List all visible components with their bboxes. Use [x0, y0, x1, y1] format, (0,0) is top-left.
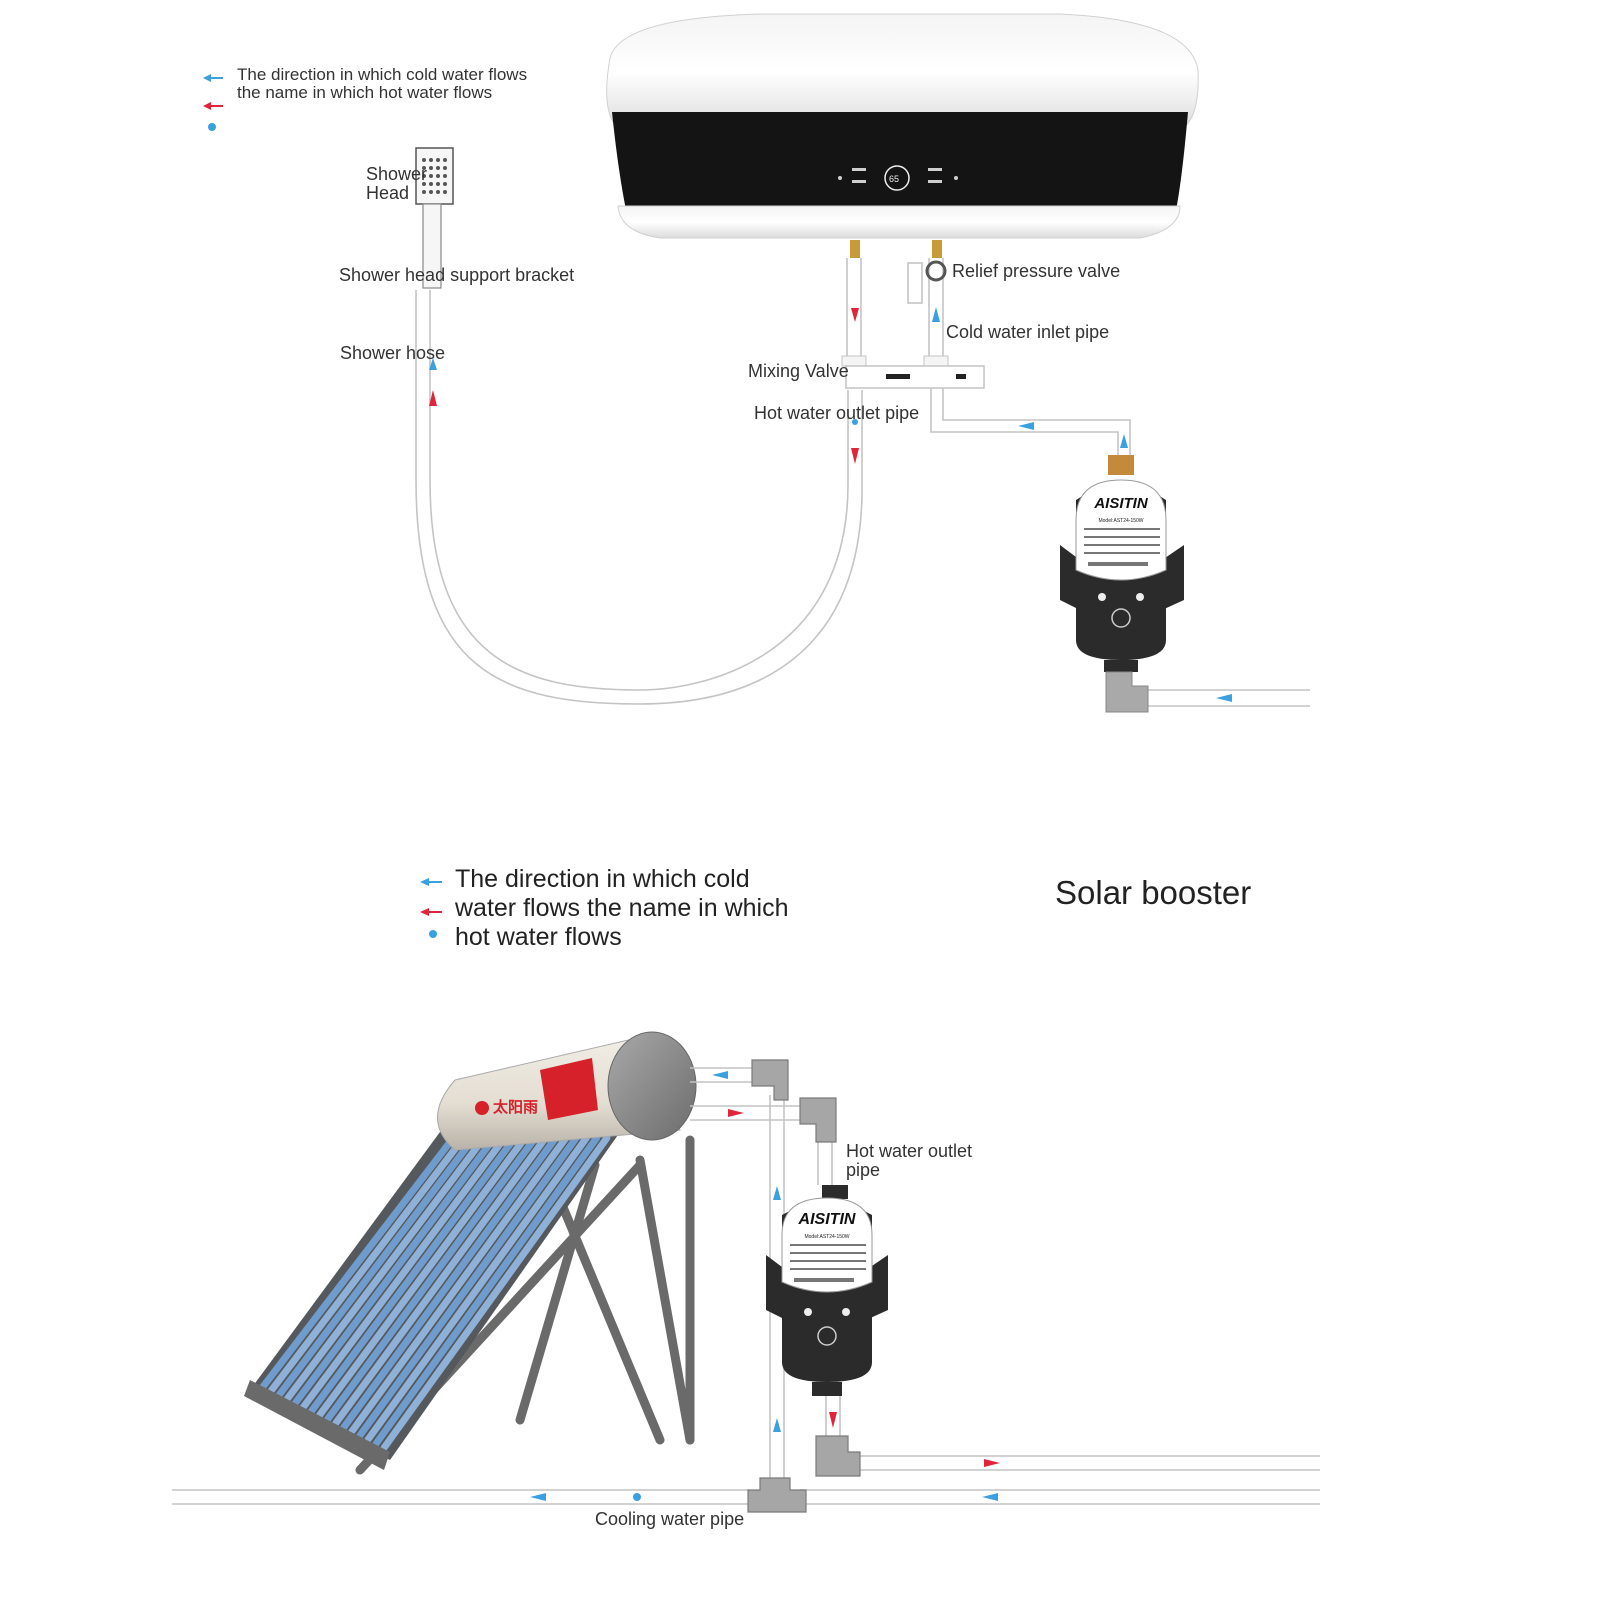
solar-tube [282, 1134, 488, 1404]
bottom-hot-outlet-label: Hot water outlet pipe [846, 1141, 973, 1180]
pump-icon: AISITIN Model:AST24-150W [766, 1185, 888, 1396]
dot-icon [852, 419, 858, 425]
solar-tubes [258, 1134, 611, 1452]
top-legend-text: The direction in which cold water flows … [237, 65, 528, 102]
shower-head-label: Shower Head [366, 164, 428, 203]
top-flow-arrows [429, 307, 1232, 702]
pump-icon: AISITIN Model:AST24-150W [1060, 455, 1184, 713]
arrow-up-icon [1120, 434, 1128, 448]
solar-tube [347, 1134, 570, 1436]
shower-hose-label: Shower hose [340, 343, 446, 363]
cooling-pipe-label: Cooling water pipe [595, 1509, 745, 1529]
solar-tube [266, 1134, 467, 1396]
arrow-up-icon [429, 390, 437, 406]
solar-tube [372, 1134, 601, 1448]
solar-tube [315, 1134, 529, 1420]
solar-tube [364, 1134, 590, 1444]
top-pipes [415, 258, 1310, 707]
solar-tube [274, 1134, 478, 1400]
arrow-left-icon [982, 1493, 998, 1501]
bottom-flow-arrows [530, 1071, 1000, 1501]
solar-tube [299, 1134, 508, 1412]
bottom-legend [420, 878, 442, 938]
solar-panel-icon: 太阳雨 [244, 1031, 697, 1475]
svg-text:65: 65 [889, 174, 899, 184]
cold-inlet-label: Cold water inlet pipe [946, 322, 1110, 342]
pump-model: Model:AST24-150W [804, 1234, 849, 1240]
support-bracket-label: Shower head support bracket [339, 265, 575, 285]
arrow-left-icon [1018, 422, 1034, 430]
relief-valve-icon [925, 260, 947, 282]
arrow-left-icon [1216, 694, 1232, 702]
pump-model: Model:AST24-150W [1098, 518, 1143, 524]
arrow-left-icon [712, 1071, 728, 1079]
bottom-legend-text: The direction in which cold water flows … [455, 865, 789, 951]
arrow-left-icon [420, 908, 442, 916]
solar-tube [380, 1134, 611, 1452]
solar-tube [307, 1134, 519, 1416]
arrow-right-icon [984, 1459, 1000, 1467]
dot-icon [429, 930, 437, 938]
arrow-down-icon [851, 308, 859, 322]
solar-tube [356, 1134, 580, 1440]
arrow-down-icon [829, 1412, 837, 1428]
page-title: Solar booster [1055, 874, 1252, 911]
top-legend [203, 74, 223, 131]
solar-tube [291, 1134, 498, 1408]
dot-icon [633, 1493, 641, 1501]
arrow-up-icon [932, 307, 940, 322]
arrow-up-icon [773, 1418, 781, 1432]
mixing-valve [841, 355, 985, 389]
arrow-right-icon [728, 1109, 744, 1117]
tank-brand: 太阳雨 [493, 1098, 538, 1116]
arrow-left-icon [203, 74, 223, 82]
solar-tube [339, 1134, 560, 1432]
solar-tube [258, 1134, 457, 1392]
water-heater-icon: 65 [606, 13, 1199, 258]
hot-outlet-label: Hot water outlet pipe [754, 403, 920, 423]
arrow-left-icon [420, 878, 442, 886]
pump-brand: AISITIN [1093, 495, 1149, 512]
relief-valve-label: Relief pressure valve [952, 261, 1121, 281]
solar-tube [331, 1134, 549, 1428]
mixing-valve-label: Mixing Valve [748, 361, 849, 381]
solar-tube [323, 1134, 539, 1424]
pipe-fittings [747, 1059, 861, 1513]
arrow-up-icon [429, 358, 437, 370]
arrow-left-icon [203, 102, 223, 110]
heater-display: 65 [838, 165, 958, 191]
pump-brand: AISITIN [798, 1211, 856, 1228]
arrow-up-icon [773, 1186, 781, 1200]
dot-icon [208, 123, 216, 131]
arrow-left-icon [530, 1493, 546, 1501]
shower-head-icon [415, 147, 454, 289]
arrow-down-icon [851, 448, 859, 464]
